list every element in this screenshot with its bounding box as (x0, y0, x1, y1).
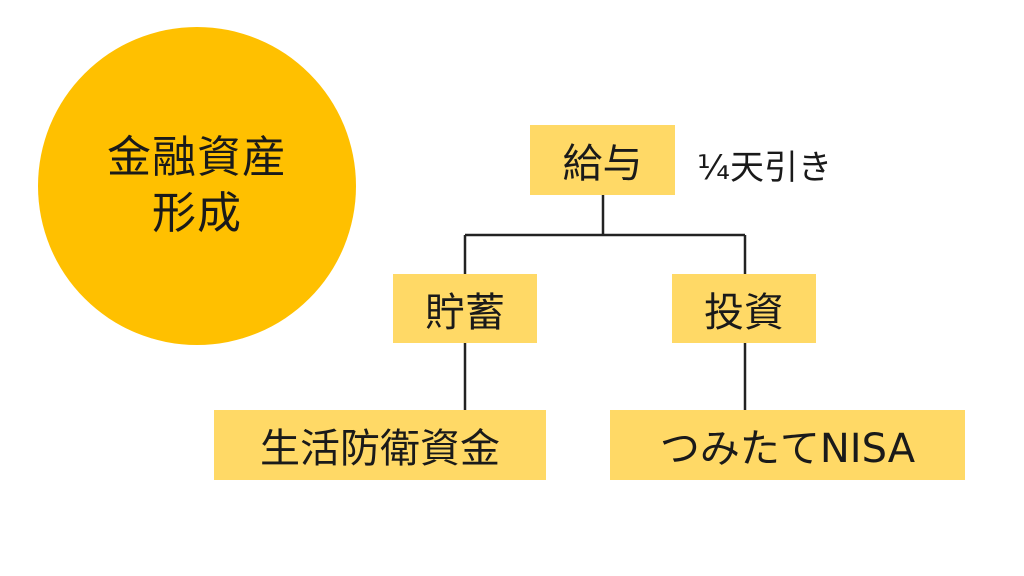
node-salary: 給与 (530, 125, 675, 195)
node-savings: 貯蓄 (393, 274, 537, 343)
salary-note: ¼天引き (697, 148, 832, 188)
title-circle: 金融資産 形成 (38, 27, 356, 345)
node-investment: 投資 (672, 274, 816, 343)
title-line-2: 形成 (152, 188, 242, 239)
node-tsumitate-nisa: つみたてNISA (610, 410, 965, 480)
title-line-1: 金融資産 (107, 132, 287, 183)
node-emergency-fund: 生活防衛資金 (214, 410, 546, 480)
